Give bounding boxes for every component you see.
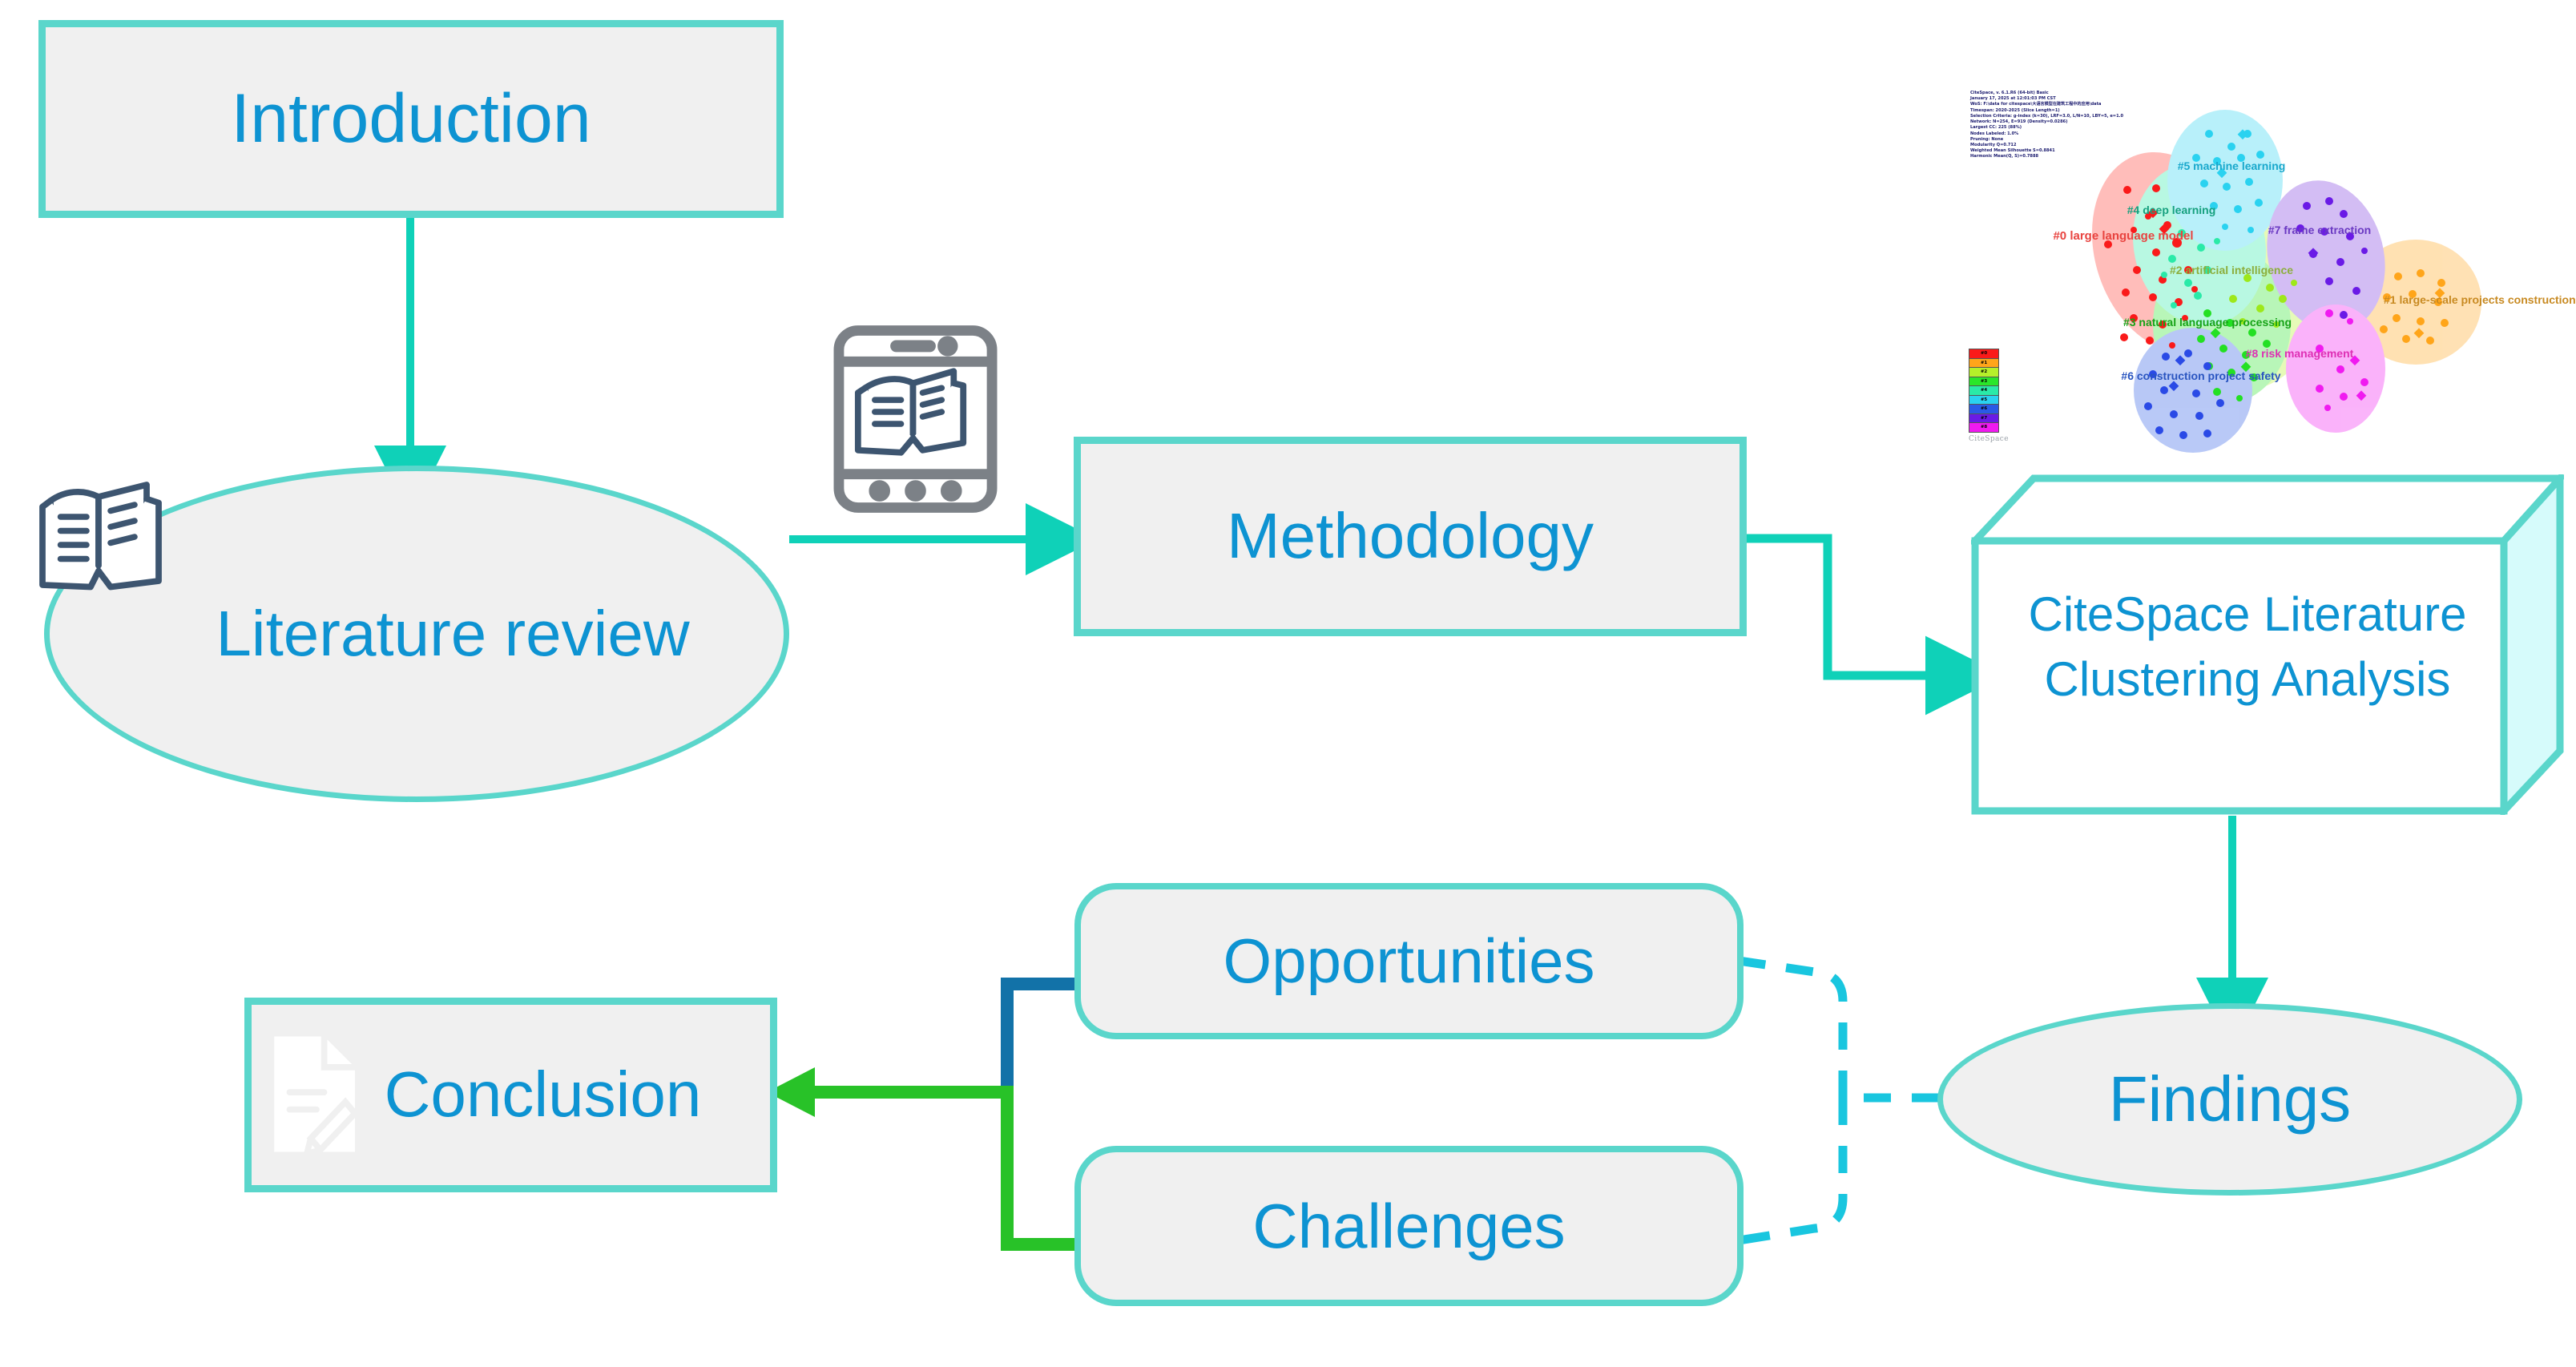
cluster-label-n2: #2 artificial intelligence bbox=[2169, 264, 2294, 276]
node-introduction[interactable]: Introduction bbox=[38, 20, 784, 218]
node-conclusion-label: Conclusion bbox=[384, 1059, 702, 1131]
node-challenges[interactable]: Challenges bbox=[1074, 1146, 1744, 1306]
node-opportunities[interactable]: Opportunities bbox=[1074, 883, 1744, 1039]
legend-swatch-n2: #2 bbox=[1969, 368, 1999, 377]
node-methodology-label: Methodology bbox=[1226, 500, 1594, 572]
connector-challenges-to-conclusion bbox=[792, 1086, 1085, 1251]
legend-swatch-n3: #3 bbox=[1969, 377, 1999, 386]
legend-swatch-n4: #4 bbox=[1969, 386, 1999, 396]
legend-swatch-n5: #5 bbox=[1969, 395, 1999, 405]
node-challenges-label: Challenges bbox=[1252, 1190, 1566, 1261]
node-literature-review-label: Literature review bbox=[216, 597, 690, 669]
legend-swatch-n1: #1 bbox=[1969, 358, 1999, 368]
node-literature-review[interactable]: Literature review bbox=[44, 466, 789, 802]
legend-swatch-n7: #7 bbox=[1969, 413, 1999, 423]
legend-swatch-n6: #6 bbox=[1969, 405, 1999, 414]
cluster-label-n6: #6 construction project safety bbox=[2121, 369, 2281, 382]
cluster-label-n0: #0 large language model bbox=[2053, 229, 2194, 243]
node-findings-label: Findings bbox=[2108, 1063, 2352, 1135]
cluster-label-n1: #1 large-scale projects construction bbox=[2384, 293, 2576, 306]
document-edit-icon bbox=[274, 1033, 360, 1159]
cluster-label-n3: #3 natural language processing bbox=[2122, 316, 2292, 329]
citespace-logo: CiteSpace bbox=[1969, 435, 2009, 443]
cluster-label-n7: #7 frame extraction bbox=[2268, 224, 2372, 236]
node-introduction-label: Introduction bbox=[231, 79, 591, 157]
node-citespace-clustering-box[interactable]: CiteSpace Literature Clustering Analysis bbox=[1971, 474, 2564, 815]
cluster-map-svg bbox=[2091, 110, 2481, 453]
connector-methodology-to-citespace bbox=[1745, 534, 2005, 716]
cluster-label-n8: #8 risk management bbox=[2245, 347, 2354, 360]
citespace-cluster-map[interactable]: CiteSpace, v. 6.1.R6 (64-bit) Basic Janu… bbox=[1967, 84, 2576, 469]
citespace-legend: #0#1#2#3#4#5#6#7#8 bbox=[1969, 349, 2001, 433]
node-findings[interactable]: Findings bbox=[1937, 1003, 2522, 1196]
cube-shape bbox=[1971, 474, 2564, 815]
connector-findings-to-challenges bbox=[1738, 1093, 1939, 1245]
node-conclusion[interactable]: Conclusion bbox=[244, 998, 777, 1192]
connector-findings-to-opportunities bbox=[1738, 956, 1939, 1103]
node-methodology[interactable]: Methodology bbox=[1074, 437, 1747, 636]
legend-swatch-n8: #8 bbox=[1969, 423, 1999, 433]
node-opportunities-label: Opportunities bbox=[1223, 925, 1595, 997]
tablet-ereader-icon bbox=[833, 325, 998, 513]
node-citespace-clustering-label: CiteSpace Literature Clustering Analysis bbox=[2028, 587, 2467, 706]
cluster-label-n4: #4 deep learning bbox=[2127, 204, 2216, 216]
legend-swatch-n0: #0 bbox=[1969, 349, 1999, 359]
connector-opportunities-to-conclusion bbox=[1001, 978, 1085, 1098]
citespace-metadata: CiteSpace, v. 6.1.R6 (64-bit) Basic Janu… bbox=[1970, 91, 2124, 159]
cluster-label-n5: #5 machine learning bbox=[2177, 159, 2286, 172]
cluster-nodes bbox=[2104, 129, 2449, 439]
open-book-icon bbox=[39, 482, 162, 591]
